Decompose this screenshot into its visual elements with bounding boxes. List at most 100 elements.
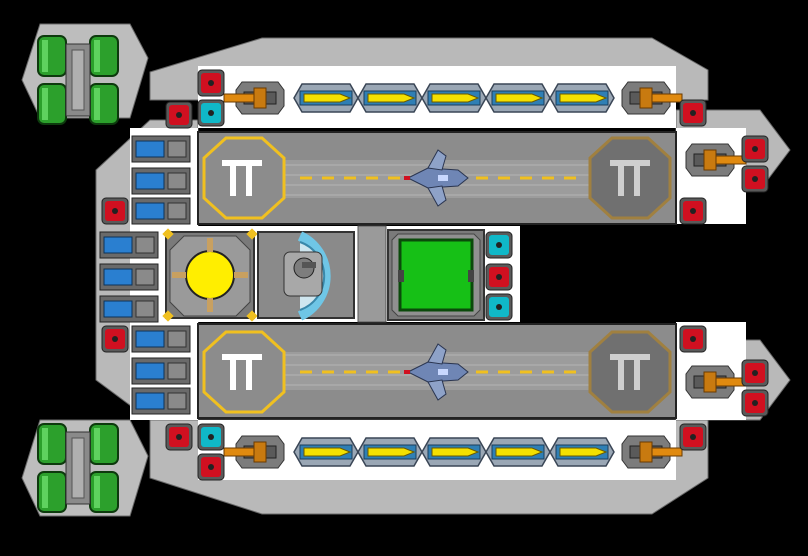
power-cell[interactable] <box>99 295 159 323</box>
lane-dash <box>322 370 334 374</box>
missile-pod[interactable] <box>549 437 615 467</box>
lane-dash <box>498 370 510 374</box>
red-system-button[interactable] <box>165 101 193 129</box>
pad-glyph-icon <box>610 160 650 196</box>
red-system-button[interactable] <box>679 423 707 451</box>
red-system-button[interactable] <box>679 99 707 127</box>
hangar-top-lane-dashes <box>300 176 576 180</box>
red-system-button[interactable] <box>679 325 707 353</box>
missile-icon <box>495 93 544 103</box>
lane-dash <box>366 176 378 180</box>
missile-pod[interactable] <box>421 437 487 467</box>
red-system-button[interactable] <box>197 69 225 97</box>
missile-pod[interactable] <box>293 83 359 113</box>
red-system-button[interactable] <box>197 453 225 481</box>
power-cell[interactable] <box>131 387 191 415</box>
pad-glyph-icon <box>222 160 262 196</box>
turret-icon[interactable] <box>223 81 285 115</box>
lane-dash <box>520 176 532 180</box>
red-system-button[interactable] <box>679 197 707 225</box>
lane-dash <box>300 176 312 180</box>
engine-icon[interactable] <box>37 423 119 513</box>
power-cell[interactable] <box>131 325 191 353</box>
red-system-button[interactable] <box>741 165 769 193</box>
medbay-room[interactable] <box>387 229 485 321</box>
hangar-top <box>197 131 677 225</box>
red-system-button[interactable] <box>485 263 513 291</box>
missile-pod[interactable] <box>421 83 487 113</box>
power-cell[interactable] <box>131 197 191 225</box>
missile-icon <box>431 447 480 457</box>
lane-dash <box>322 176 334 180</box>
reactor-core-icon <box>185 250 235 300</box>
pad-glyph-icon <box>610 354 650 390</box>
pad-glyph-icon <box>222 354 262 390</box>
hangar-bottom <box>197 323 677 419</box>
red-system-button[interactable] <box>101 197 129 225</box>
turret-icon[interactable] <box>223 435 285 469</box>
red-system-button[interactable] <box>741 135 769 163</box>
power-cell[interactable] <box>99 231 159 259</box>
red-system-button[interactable] <box>741 389 769 417</box>
hangar-bottom-lane-dashes <box>300 370 576 374</box>
lane-dash <box>344 176 356 180</box>
teal-system-button[interactable] <box>485 231 513 259</box>
lane-dash <box>520 370 532 374</box>
shield-generator-room[interactable] <box>257 231 355 321</box>
lane-dash <box>300 370 312 374</box>
missile-pod[interactable] <box>357 83 423 113</box>
launch-pad-top-left[interactable] <box>202 136 286 220</box>
missile-pod[interactable] <box>485 437 551 467</box>
reactor-room[interactable] <box>162 228 258 322</box>
lane-dash <box>564 176 576 180</box>
lane-dash <box>366 370 378 374</box>
shield-generator-icon <box>283 251 323 297</box>
lane-dash <box>542 176 554 180</box>
turret-icon[interactable] <box>685 365 747 399</box>
lane-dash <box>542 370 554 374</box>
red-system-button[interactable] <box>101 325 129 353</box>
power-cell[interactable] <box>131 135 191 163</box>
power-cell[interactable] <box>131 357 191 385</box>
power-cell[interactable] <box>99 263 159 291</box>
missile-icon <box>303 93 352 103</box>
missile-rack-bottom <box>293 437 615 467</box>
teal-system-button[interactable] <box>197 99 225 127</box>
teal-system-button[interactable] <box>197 423 225 451</box>
power-cells <box>99 135 191 415</box>
lane-dash <box>476 370 488 374</box>
launch-pad-bottom-left[interactable] <box>202 330 286 414</box>
launch-pad-top-right[interactable] <box>588 136 672 220</box>
missile-pod[interactable] <box>293 437 359 467</box>
missile-icon <box>303 447 352 457</box>
center-section <box>162 225 485 323</box>
fighter-icon[interactable] <box>404 149 469 207</box>
missile-pod[interactable] <box>485 83 551 113</box>
missile-pod[interactable] <box>549 83 615 113</box>
corridor <box>357 225 387 323</box>
turret-icon[interactable] <box>621 435 683 469</box>
missile-icon <box>367 93 416 103</box>
missile-pod[interactable] <box>357 437 423 467</box>
missile-icon <box>495 447 544 457</box>
red-system-button[interactable] <box>741 359 769 387</box>
medbay-icon <box>398 238 474 312</box>
engine-icon[interactable] <box>37 35 119 125</box>
launch-pad-bottom-right[interactable] <box>588 330 672 414</box>
system-buttons <box>101 69 769 481</box>
lane-dash <box>388 176 400 180</box>
red-system-button[interactable] <box>165 423 193 451</box>
lane-dash <box>344 370 356 374</box>
lane-dash <box>388 370 400 374</box>
turret-icon[interactable] <box>621 81 683 115</box>
engines <box>37 35 119 513</box>
turrets <box>223 81 747 469</box>
teal-system-button[interactable] <box>485 293 513 321</box>
power-cell[interactable] <box>131 167 191 195</box>
lane-dash <box>476 176 488 180</box>
fighter-icon[interactable] <box>404 343 469 401</box>
lane-dash <box>498 176 510 180</box>
missile-icon <box>431 93 480 103</box>
missile-rack-top <box>293 83 615 113</box>
